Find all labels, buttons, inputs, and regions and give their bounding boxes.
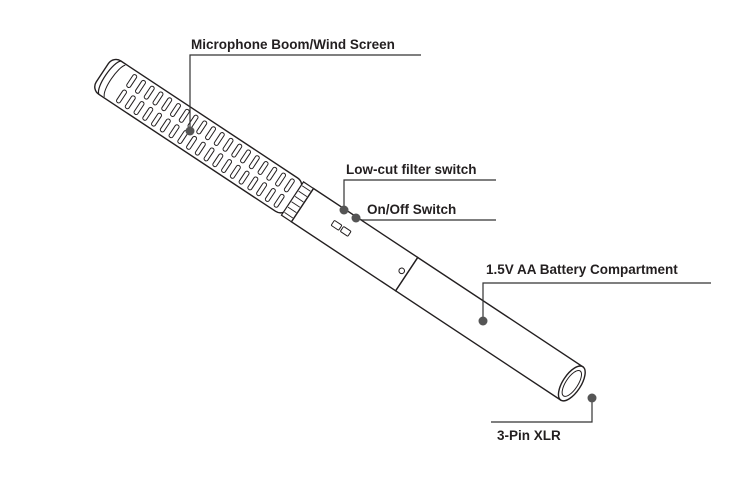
wind-screen-slot [186, 135, 198, 150]
wind-screen-slot [133, 101, 145, 115]
onoff-label: On/Off Switch [367, 202, 456, 217]
wind-screen-slot [126, 74, 138, 88]
lowcut-dot [339, 205, 349, 215]
wind-screen-slot [229, 164, 241, 179]
coupling-ring-line [287, 206, 297, 213]
onoff-dot [351, 213, 361, 223]
wind-screen-slot [212, 153, 224, 168]
battery-compartment [394, 256, 584, 402]
wind-screen-slot [231, 143, 243, 158]
wind-screen-slot [240, 149, 252, 164]
xlr-leader [491, 398, 593, 423]
wind-screen-slot [266, 166, 278, 181]
wind-screen-slot [161, 97, 173, 112]
wind-screen-slot [238, 170, 250, 185]
battery-dot [478, 316, 488, 326]
wind-screen-slot [152, 91, 164, 106]
wind-screen-slot [116, 89, 127, 104]
boom-leader [189, 54, 421, 131]
wind-screen-slot [247, 176, 259, 191]
wind-screen-slot [142, 106, 154, 121]
coupling-ring-line [294, 196, 304, 203]
wind-screen-slot [256, 182, 268, 197]
coupling-ring-grip [284, 185, 311, 219]
wind-screen-slot [124, 95, 136, 110]
battery-leader [482, 282, 711, 321]
on-off-switch [340, 226, 352, 237]
barrel-screw [398, 267, 406, 275]
wind-screen-slot [170, 103, 181, 117]
wind-screen-slot [196, 120, 208, 135]
onoff-leader [355, 217, 496, 221]
wind-screen-slot [168, 124, 180, 139]
coupling-ring-line [291, 201, 301, 208]
wind-screen-slot [159, 118, 171, 133]
wind-screen-slot [273, 193, 285, 208]
wind-screen-slot [134, 79, 146, 94]
low-cut-switch [330, 220, 343, 231]
coupling-ring-line [298, 190, 308, 197]
wind-screen-slot [205, 126, 216, 141]
lowcut-label: Low-cut filter switch [346, 162, 477, 177]
wind-screen-cap-ring [103, 64, 126, 97]
wind-screen-slot [203, 147, 215, 162]
wind-screen-cap [97, 60, 122, 95]
xlr-label: 3-Pin XLR [497, 428, 561, 443]
wind-screen-slot [248, 155, 260, 170]
boom-dot [185, 126, 195, 136]
coupling-ring-line [284, 212, 294, 219]
wind-screen-slot [143, 85, 155, 100]
wind-screen-slot [178, 108, 190, 123]
wind-screen-slot [221, 159, 233, 173]
wind-screen-slot [275, 172, 287, 187]
battery-label: 1.5V AA Battery Compartment [486, 262, 678, 277]
wind-screen-slot [264, 188, 276, 202]
wind-screen-slot [222, 137, 234, 152]
wind-screen-slot [213, 132, 225, 146]
xlr-socket [561, 369, 582, 397]
xlr-dot [587, 393, 597, 403]
wind-screen-slot [283, 178, 295, 193]
coupling-ring-line [301, 185, 311, 192]
microphone-body [94, 58, 586, 402]
boom-label: Microphone Boom/Wind Screen [191, 37, 395, 52]
wind-screen-slot [151, 112, 163, 127]
wind-screen-slot [257, 161, 269, 175]
wind-screen-slot [194, 141, 206, 156]
lowcut-leader [343, 179, 496, 210]
